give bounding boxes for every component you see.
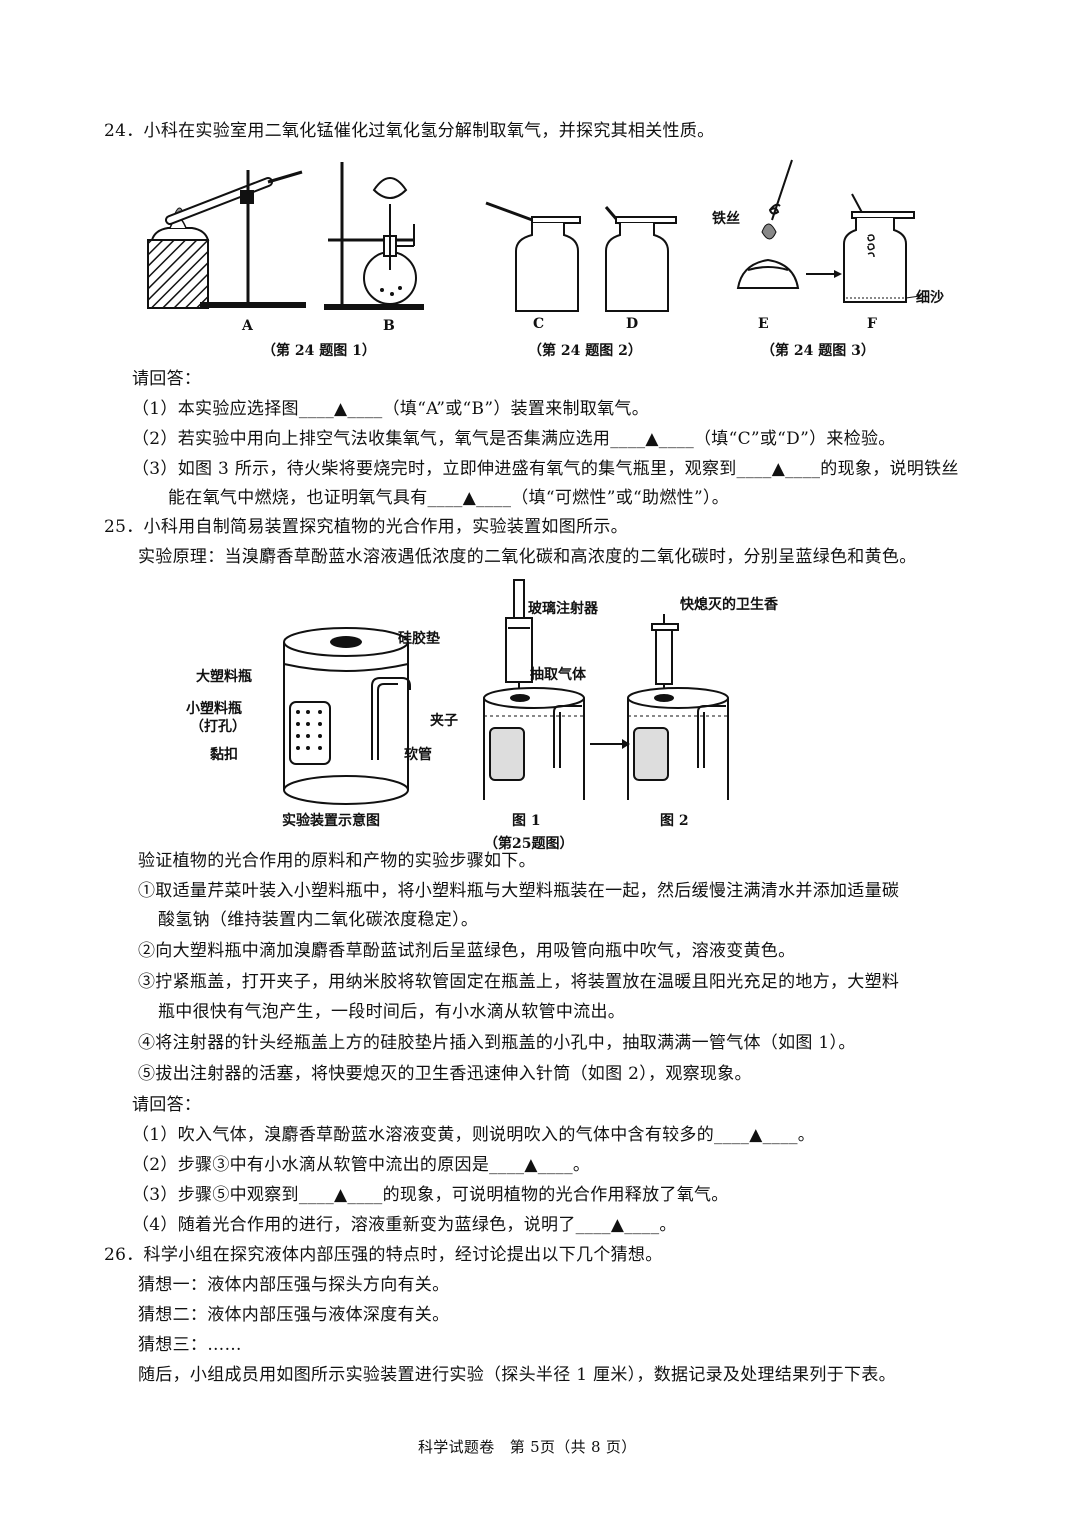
figure-24-2-bottles bbox=[485, 201, 677, 312]
label-clip: 夹子 bbox=[430, 713, 458, 729]
q25-step5: ⑤拔出注射器的活塞，将快要熄灭的卫生香迅速伸入针筒（如图 2），观察现象。 bbox=[138, 1064, 752, 1084]
q25-steps-intro: 验证植物的光合作用的原料和产物的实验步骤如下。 bbox=[138, 851, 536, 871]
q24-item1: （1）本实验应选择图____▲____（填“A”或“B”）装置来制取氧气。 bbox=[132, 399, 650, 419]
q25-step2: ②向大塑料瓶中滴加溴麝香草酚蓝试剂后呈蓝绿色，用吸管向瓶中吹气，溶液变黄色。 bbox=[138, 941, 796, 961]
caption-fig1: 图 1 bbox=[512, 813, 541, 829]
q25-stem: 25．小科用自制简易装置探究植物的光合作用，实验装置如图所示。 bbox=[104, 517, 628, 537]
q25-step1a: ①取适量芹菜叶装入小塑料瓶中，将小塑料瓶与大塑料瓶装在一起，然后缓慢注满清水并添… bbox=[138, 881, 900, 901]
q24-prompt: 请回答： bbox=[132, 369, 202, 389]
figure-25-setup bbox=[283, 627, 411, 805]
letter-e: E bbox=[758, 316, 769, 332]
q25-step4: ④将注射器的针头经瓶盖上方的硅胶垫片插入到瓶盖的小孔中，抽取满满一管气体（如图 … bbox=[138, 1033, 856, 1053]
q25-item2: （2）步骤③中有小水滴从软管中流出的原因是____▲____。 bbox=[132, 1155, 591, 1175]
letter-f: F bbox=[867, 316, 877, 332]
figure-24-3-iron-wire bbox=[736, 159, 921, 303]
q26-guess2: 猜想二：液体内部压强与液体深度有关。 bbox=[138, 1305, 450, 1325]
q24-item3a: （3）如图 3 所示，待火柴将要烧完时，立即伸进盛有氧气的集气瓶里，观察到___… bbox=[132, 459, 959, 479]
q25-principle: 实验原理：当溴麝香草酚蓝水溶液遇低浓度的二氧化碳和高浓度的二氧化碳时，分别呈蓝绿… bbox=[138, 547, 917, 567]
q24-item2: （2）若实验中用向上排空气法收集氧气，氧气是否集满应选用____▲____（填“… bbox=[132, 429, 896, 449]
figure-24-1-apparatus-b bbox=[324, 162, 424, 310]
letter-d: D bbox=[626, 316, 639, 332]
q24-stem: 24．小科在实验室用二氧化锰催化过氧化氢分解制取氧气，并探究其相关性质。 bbox=[104, 121, 715, 141]
q25-item4: （4）随着光合作用的进行，溶液重新变为蓝绿色，说明了____▲____。 bbox=[132, 1215, 677, 1235]
q25-prompt: 请回答： bbox=[132, 1095, 202, 1115]
label-silica-pad: 硅胶垫 bbox=[398, 631, 440, 647]
label-iron-wire: 铁丝 bbox=[712, 211, 740, 227]
figure-25-1-syringe bbox=[483, 579, 585, 800]
q26-guess1: 猜想一：液体内部压强与探头方向有关。 bbox=[138, 1275, 450, 1295]
figure-24-1-apparatus-a bbox=[147, 170, 306, 309]
label-fine-sand: 细沙 bbox=[916, 290, 944, 306]
label-perforated: （打孔） bbox=[190, 719, 246, 735]
caption-fig2: 图 2 bbox=[660, 813, 689, 829]
caption-setup: 实验装置示意图 bbox=[282, 813, 380, 829]
letter-b: B bbox=[383, 318, 395, 334]
q26-after: 随后，小组成员用如图所示实验装置进行实验（探头半径 1 厘米），数据记录及处理结… bbox=[138, 1365, 896, 1385]
q25-item3: （3）步骤⑤中观察到____▲____的现象，可说明植物的光合作用释放了氧气。 bbox=[132, 1185, 729, 1205]
caption-25: （第25题图） bbox=[484, 836, 574, 852]
q25-step3a: ③拧紧瓶盖，打开夹子，用纳米胶将软管固定在瓶盖上，将装置放在温暖且阳光充足的地方… bbox=[138, 972, 900, 992]
caption-24-3: （第 24 题图 3） bbox=[761, 343, 875, 359]
label-syringe: 玻璃注射器 bbox=[528, 601, 598, 617]
label-extract-gas: 抽取气体 bbox=[530, 667, 586, 683]
caption-24-2: （第 24 题图 2） bbox=[528, 343, 642, 359]
label-incense: 快熄灭的卫生香 bbox=[680, 597, 778, 613]
q26-guess3: 猜想三：…… bbox=[138, 1335, 242, 1355]
label-small-bottle: 小塑料瓶 bbox=[186, 701, 242, 717]
label-big-bottle: 大塑料瓶 bbox=[196, 669, 252, 685]
q25-item1: （1）吹入气体，溴麝香草酚蓝水溶液变黄，则说明吹入的气体中含有较多的____▲_… bbox=[132, 1125, 816, 1145]
q26-stem: 26．科学小组在探究液体内部压强的特点时，经讨论提出以下几个猜想。 bbox=[104, 1245, 663, 1265]
page-footer: 科学试题卷 第 5页（共 8 页） bbox=[418, 1438, 637, 1456]
figure-25-2-incense bbox=[627, 614, 729, 800]
q24-item3b: 能在氧气中燃烧，也证明氧气具有____▲____（填“可燃性”或“助燃性”）。 bbox=[168, 488, 730, 508]
q25-step3b: 瓶中很快有气泡产生，一段时间后，有小水滴从软管中流出。 bbox=[158, 1002, 626, 1022]
caption-24-1: （第 24 题图 1） bbox=[262, 343, 376, 359]
q25-step1b: 酸氢钠（维持装置内二氧化碳浓度稳定）。 bbox=[158, 910, 479, 930]
letter-c: C bbox=[533, 316, 545, 332]
label-hose: 软管 bbox=[404, 747, 432, 763]
arrow-icon bbox=[590, 739, 630, 749]
letter-a: A bbox=[242, 318, 253, 334]
label-sticky-button: 黏扣 bbox=[210, 747, 238, 763]
